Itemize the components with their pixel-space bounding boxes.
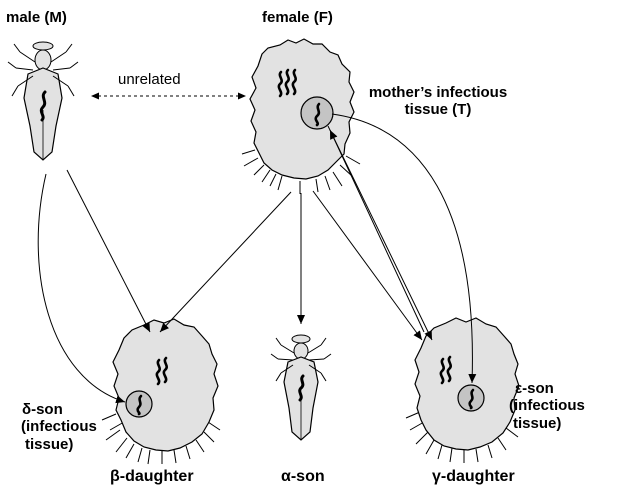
gamma-daughter-label: γ-daughter — [432, 468, 515, 486]
female-egg-cell-icon — [242, 39, 360, 194]
alpha-son-label: α-son — [281, 468, 325, 486]
gamma-to-tissue-arrow — [330, 130, 424, 332]
epsilon-son-label: ε-son (infectious tissue) — [509, 380, 585, 432]
gamma-daughter-egg-cell-icon — [406, 318, 519, 463]
epsilon-son-label-line3: tissue) — [509, 415, 585, 432]
alpha-son-fly-icon — [271, 335, 331, 440]
female-to-beta-arrow — [160, 192, 291, 332]
epsilon-son-label-line1: ε-son — [509, 380, 585, 397]
delta-son-label: δ-son (infectious tissue) — [21, 401, 97, 453]
female-label: female (F) — [262, 9, 333, 26]
male-label: male (M) — [6, 9, 67, 26]
male-fly-icon — [8, 42, 78, 160]
mother-tissue-label: mother’s infectious tissue (T) — [360, 84, 516, 119]
delta-son-label-line1: δ-son — [21, 401, 97, 418]
beta-daughter-egg-cell-icon — [102, 319, 220, 464]
male-to-beta-arrow — [67, 170, 150, 332]
delta-son-label-line3: tissue) — [21, 436, 97, 453]
unrelated-label: unrelated — [118, 71, 181, 88]
mother-tissue-label-line2: tissue (T) — [360, 101, 516, 118]
mother-tissue-label-line1: mother’s infectious — [360, 84, 516, 101]
beta-daughter-label: β-daughter — [110, 468, 194, 486]
epsilon-son-label-line2: (infectious — [509, 397, 585, 414]
female-to-gamma-arrow — [313, 191, 422, 340]
delta-son-label-line2: (infectious — [21, 418, 97, 435]
male-to-delta-arrow — [38, 174, 125, 402]
